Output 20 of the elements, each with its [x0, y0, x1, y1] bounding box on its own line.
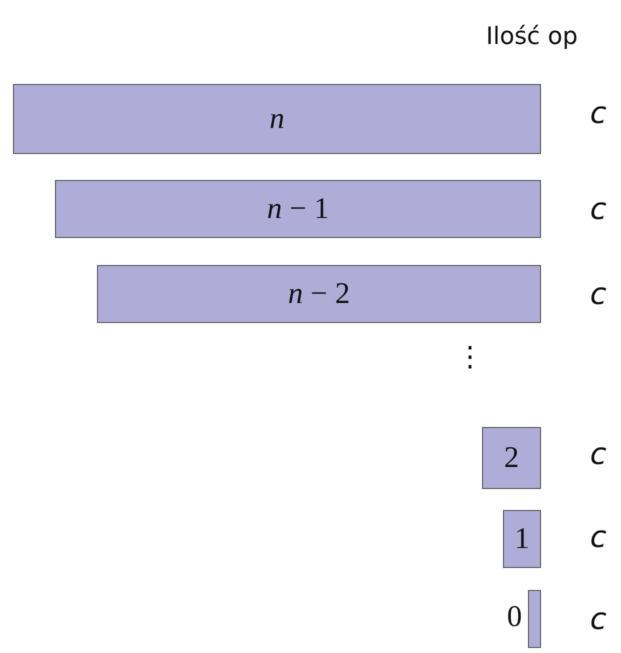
cost-label: c	[590, 96, 606, 131]
cost-label: c	[590, 277, 606, 312]
column-heading: Ilość op	[486, 22, 578, 50]
bar-label: n − 2	[288, 277, 350, 311]
bar-label: 2	[504, 441, 519, 475]
cost-label: c	[590, 602, 606, 637]
bar-label: 1	[514, 522, 530, 556]
bar	[13, 84, 541, 154]
bar-label: 0	[507, 600, 522, 634]
bar	[482, 427, 541, 489]
bar-label: n	[270, 102, 284, 136]
cost-label: c	[590, 437, 606, 472]
cost-label: c	[590, 192, 606, 227]
ellipsis: ⋮	[456, 340, 484, 373]
bar	[55, 180, 541, 238]
bar-label: n − 1	[267, 192, 329, 226]
bar	[97, 265, 541, 323]
bar	[503, 510, 541, 568]
cost-label: c	[590, 520, 606, 555]
empty-bar	[528, 590, 541, 648]
